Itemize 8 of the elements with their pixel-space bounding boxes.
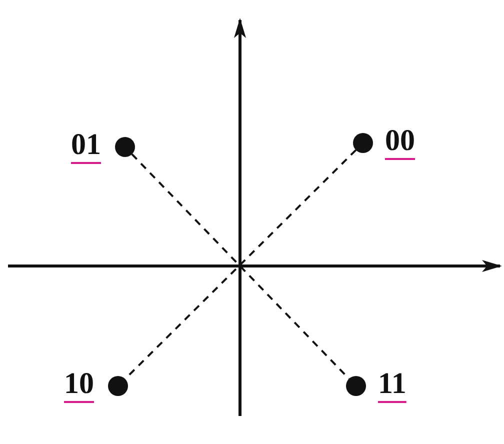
constellation-point	[108, 376, 128, 396]
symbol-label: 00	[385, 125, 415, 157]
symbol-label: 11	[378, 368, 406, 400]
constellation-point	[115, 137, 135, 157]
symbol-label: 10	[64, 368, 94, 400]
constellation-point	[353, 133, 373, 153]
symbol-label: 01	[71, 129, 101, 161]
constellation-point	[346, 376, 366, 396]
